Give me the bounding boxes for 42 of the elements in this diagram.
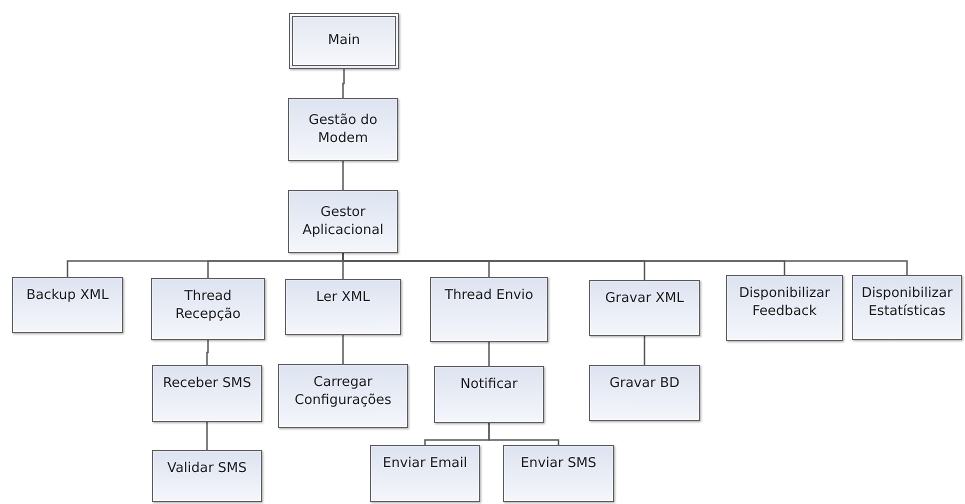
connector-line [488, 342, 490, 366]
box-label: Thread Envio [444, 287, 534, 305]
connector-line [644, 336, 646, 365]
box-label: Gravar BD [608, 375, 681, 393]
connector-line [342, 335, 344, 364]
process-box [152, 450, 262, 502]
box-label: Main [326, 32, 362, 50]
box-label: Gestão do Modem [308, 112, 378, 148]
process-box [726, 275, 843, 341]
connector-line [342, 161, 344, 190]
process-box [12, 277, 123, 333]
box-label: Disponibilizar Estatísticas [860, 285, 954, 320]
box-label: Disponibilizar Feedback [738, 285, 832, 320]
process-box [288, 98, 398, 161]
connector-line [206, 340, 209, 365]
process-box [370, 445, 480, 502]
process-box [152, 365, 262, 422]
box-label: Thread Recepção [174, 288, 242, 324]
box-label: Carregar Configurações [294, 374, 392, 410]
process-box [285, 279, 401, 335]
process-box [434, 366, 544, 423]
box-label: Backup XML [25, 287, 110, 305]
process-box [289, 13, 399, 69]
box-label: Receber SMS [162, 375, 252, 393]
connector-line [488, 423, 560, 445]
connector-line [342, 69, 345, 98]
box-label: Gravar XML [604, 290, 685, 308]
process-box [852, 275, 962, 340]
box-label: Notificar [459, 376, 519, 394]
box-label: Ler XML [315, 289, 371, 307]
process-box [151, 278, 265, 340]
box-label: Enviar SMS [520, 455, 598, 473]
connector-line [206, 422, 208, 450]
process-box [589, 280, 700, 336]
process-box [288, 190, 398, 253]
process-box [278, 364, 408, 428]
process-box [589, 365, 700, 421]
process-box [503, 445, 614, 502]
box-label: Gestor Aplicacional [301, 204, 384, 240]
box-label: Enviar Email [382, 455, 468, 473]
process-box [430, 277, 548, 342]
box-label: Validar SMS [166, 460, 248, 478]
